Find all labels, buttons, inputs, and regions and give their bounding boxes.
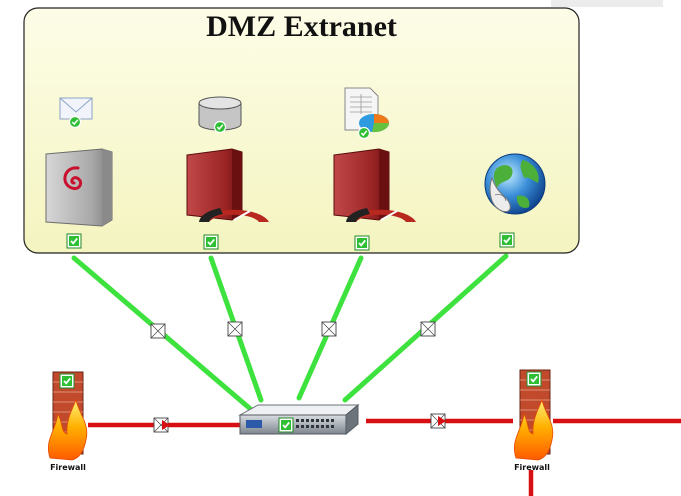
- gauge-server-2-icon[interactable]: [333, 148, 416, 222]
- report-icon[interactable]: [344, 87, 390, 140]
- top-right-strip: [551, 0, 663, 7]
- gauge-server-1-icon[interactable]: [186, 148, 269, 222]
- debian-status-icon[interactable]: [66, 233, 82, 249]
- firewall-2-icon[interactable]: [514, 369, 554, 461]
- firewall-1-icon[interactable]: [48, 371, 88, 461]
- web-status-icon[interactable]: [499, 232, 515, 248]
- dmz-zone: [23, 7, 580, 254]
- network-switch-icon[interactable]: [238, 403, 360, 436]
- gauge-server-2-status-icon[interactable]: [354, 235, 370, 251]
- red-links: [88, 418, 681, 496]
- firewall-1-label: Firewall: [50, 463, 86, 472]
- firewall-2-label: Firewall: [514, 463, 550, 472]
- switch-status-icon[interactable]: [278, 417, 294, 433]
- gauge-server-1-status-icon[interactable]: [203, 234, 219, 250]
- zone-title: DMZ Extranet: [206, 10, 397, 43]
- green-links: [71, 253, 509, 415]
- red-link-markers: [153, 413, 446, 433]
- debian-server-icon[interactable]: [45, 148, 113, 227]
- database-icon[interactable]: [198, 96, 242, 134]
- mail-icon[interactable]: [59, 97, 93, 129]
- web-globe-icon[interactable]: [484, 153, 546, 215]
- green-link-markers: [150, 321, 436, 339]
